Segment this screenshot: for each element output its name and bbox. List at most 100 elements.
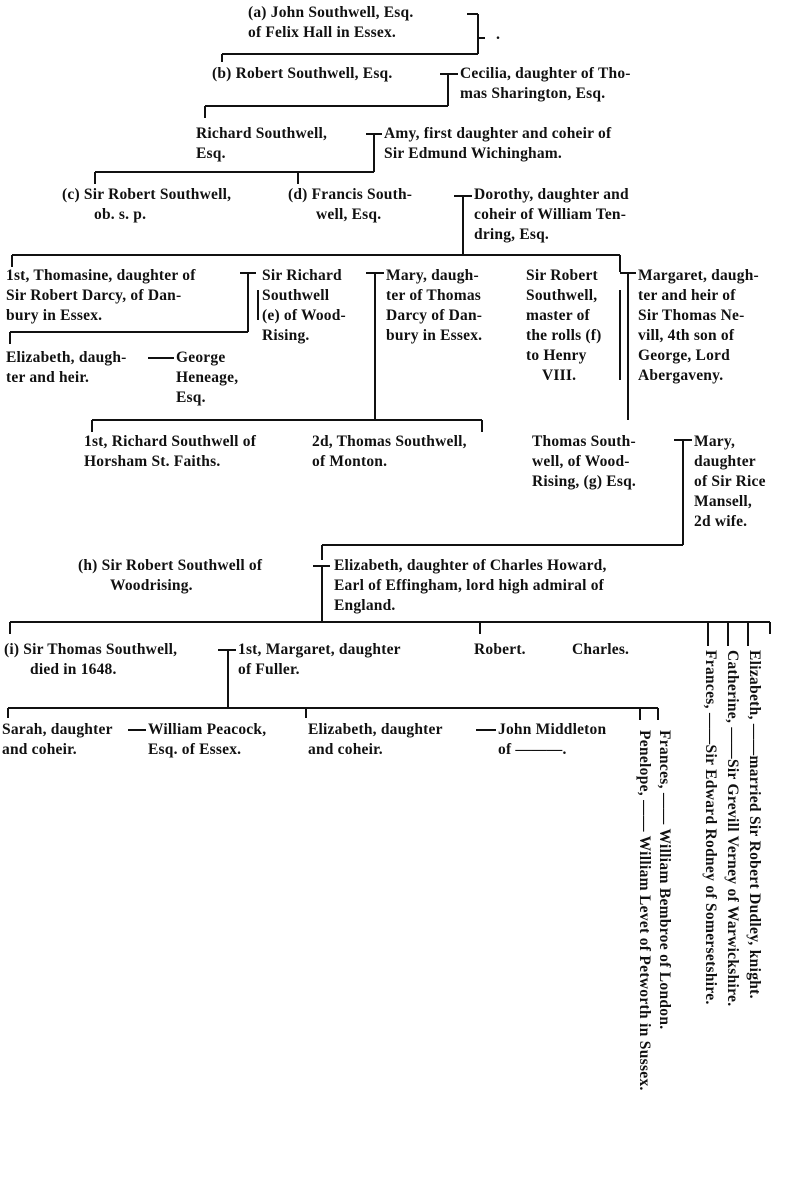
mary-darcy: Mary, daugh- ter of Thomas Darcy of Dan-… (386, 266, 482, 346)
sir-robert-rolls-line6: VIII. (542, 367, 577, 384)
john-southwell-line2: of Felix Hall in Essex. (248, 24, 396, 41)
robert-southwell: (b) Robert Southwell, Esq. (212, 65, 393, 82)
sarah-line2: and coheir. (2, 741, 77, 758)
richard-of-horsham: 1st, Richard Southwell of Horsham St. Fa… (84, 432, 256, 472)
elizabeth-howard-line3: England. (334, 597, 396, 614)
margaret-nevill-line5: George, Lord (638, 347, 730, 364)
richard-southwell: Richard Southwell, Esq. (196, 124, 327, 164)
elizabeth-heir: Elizabeth, daugh- ter and heir. (6, 348, 127, 388)
william-peacock-line1: William Peacock, (148, 721, 267, 738)
richard-horsham-line2: Horsham St. Faiths. (84, 453, 221, 470)
sir-robert-rolls-line1: Sir Robert (526, 267, 598, 284)
mary-mansell-line4: Mansell, (694, 493, 752, 510)
thomas-woodrising-line2: well, of Wood- (532, 453, 630, 470)
margaret-fuller-line1: 1st, Margaret, daughter (238, 641, 401, 658)
elizabeth-howard-line2: Earl of Effingham, lord high admiral of (334, 577, 605, 594)
sir-thomas-line2: died in 1648. (30, 661, 117, 678)
george-line2: Heneage, (176, 369, 239, 386)
robert-child: Robert. (474, 641, 526, 658)
elizabeth-coheir-line1: Elizabeth, daughter (308, 721, 443, 738)
john-middleton-line2: of ———. (498, 741, 567, 758)
william-peacock: William Peacock, Esq. of Essex. (148, 720, 266, 760)
richard-southwell-line1: Richard Southwell, (196, 125, 328, 142)
sir-robert-southwell-h: (h) Sir Robert Southwell of Woodrising. (78, 556, 262, 596)
sir-richard-southwell: Sir Richard Southwell (e) of Wood- Risin… (262, 266, 346, 346)
elizabeth-howard: Elizabeth, daughter of Charles Howard, E… (334, 556, 607, 616)
sir-robert-rolls-line2: Southwell, (526, 287, 598, 304)
thomasine-line2: Sir Robert Darcy, of Dan- (6, 287, 182, 304)
elizabeth-heir-line1: Elizabeth, daugh- (6, 349, 127, 366)
sarah-line1: Sarah, daughter (2, 721, 113, 738)
margaret-nevill-line1: Margaret, daugh- (638, 267, 759, 284)
sir-robert-c-line1: (c) Sir Robert Southwell, (62, 186, 232, 203)
thomas-of-monton: 2d, Thomas Southwell, of Monton. (312, 432, 467, 472)
sir-robert-rolls-line3: master of (526, 307, 590, 324)
francis-southwell: (d) Francis South- well, Esq. (288, 185, 412, 225)
mary-darcy-line4: bury in Essex. (386, 327, 483, 344)
john-middleton: John Middleton of ———. (498, 720, 606, 760)
margaret-nevill-line4: vill, 4th son of (638, 327, 735, 344)
mary-darcy-line3: Darcy of Dan- (386, 307, 483, 324)
elizabeth-coheir-line2: and coheir. (308, 741, 383, 758)
john-middleton-line1: John Middleton (498, 721, 607, 738)
sir-robert-rolls-line4: the rolls (f) (526, 327, 602, 344)
thomas-woodrising-line1: Thomas South- (532, 433, 636, 450)
dorothy-line2: coheir of William Ten- (474, 206, 627, 223)
thomasine-darcy: 1st, Thomasine, daughter of Sir Robert D… (6, 266, 196, 326)
margaret-nevill: Margaret, daugh- ter and heir of Sir Tho… (638, 266, 759, 386)
thomas-monton-line1: 2d, Thomas Southwell, (312, 433, 467, 450)
dorothy-line1: Dorothy, daughter and (474, 186, 629, 203)
richard-southwell-line2: Esq. (196, 145, 226, 162)
sir-richard-line1: Sir Richard (262, 267, 342, 284)
margaret-nevill-line2: ter and heir of (638, 287, 736, 304)
william-peacock-line2: Esq. of Essex. (148, 741, 242, 758)
george-heneage: George Heneage, Esq. (176, 348, 238, 408)
dot-mark: . (496, 26, 500, 43)
john-southwell: (a) John Southwell, Esq. of Felix Hall i… (248, 3, 413, 43)
sir-thomas-southwell: (i) Sir Thomas Southwell, died in 1648. (4, 640, 177, 680)
sir-robert-c-line2: ob. s. p. (94, 206, 147, 223)
george-line3: Esq. (176, 389, 206, 406)
margaret-fuller: 1st, Margaret, daughter of Fuller. (238, 640, 401, 680)
margaret-nevill-line6: Abergaveny. (638, 367, 724, 384)
sarah-coheir: Sarah, daughter and coheir. (2, 720, 113, 760)
margaret-nevill-line3: Sir Thomas Ne- (638, 307, 745, 324)
amy-line2: Sir Edmund Wichingham. (384, 145, 562, 162)
sir-richard-line4: Rising. (262, 327, 310, 344)
thomas-woodrising-line3: Rising, (g) Esq. (532, 473, 636, 490)
charles-child: Charles. (572, 641, 630, 658)
sir-robert-rolls-line5: to Henry (526, 347, 587, 364)
daughter-frances-rodney: Frances, ——Sir Edward Rodney of Somerset… (702, 650, 719, 1005)
john-southwell-line1: (a) John Southwell, Esq. (248, 4, 414, 21)
amy-wichingham: Amy, first daughter and coheir of Sir Ed… (384, 124, 611, 164)
cecilia-line1: Cecilia, daughter of Tho- (460, 65, 631, 82)
daughter-catherine-verney: Catherine, ——Sir Grevill Verney of Warwi… (724, 650, 741, 1007)
mary-mansell-line1: Mary, (694, 433, 736, 450)
thomas-monton-line2: of Monton. (312, 453, 388, 470)
daughter-frances-bembroe: Frances, —— William Bembroe of London. (656, 730, 673, 1030)
thomas-of-woodrising: Thomas South- well, of Wood- Rising, (g)… (532, 432, 636, 492)
sir-robert-southwell-c: (c) Sir Robert Southwell, ob. s. p. (62, 185, 231, 225)
sir-thomas-line1: (i) Sir Thomas Southwell, (4, 641, 178, 658)
mary-mansell-line5: 2d wife. (694, 513, 748, 530)
mary-mansell-line2: daughter (694, 453, 756, 470)
sir-richard-line2: Southwell (262, 287, 330, 304)
cecilia-line2: mas Sharington, Esq. (460, 85, 606, 102)
elizabeth-coheir: Elizabeth, daughter and coheir. (308, 720, 443, 760)
mary-mansell: Mary, daughter of Sir Rice Mansell, 2d w… (694, 432, 766, 532)
cecilia: Cecilia, daughter of Tho- mas Sharington… (460, 64, 631, 104)
thomasine-line3: bury in Essex. (6, 307, 103, 324)
sir-richard-line3: (e) of Wood- (262, 307, 346, 324)
sir-robert-h-line2: Woodrising. (110, 577, 193, 594)
daughter-elizabeth-dudley: Elizabeth, ——married Sir Robert Dudley, … (746, 650, 763, 999)
francis-line1: (d) Francis South- (288, 186, 413, 203)
mary-darcy-line2: ter of Thomas (386, 287, 482, 304)
thomasine-line1: 1st, Thomasine, daughter of (6, 267, 196, 284)
mary-mansell-line3: of Sir Rice (694, 473, 766, 490)
daughter-penelope-levet: Penelope, —— William Levet of Petworth i… (636, 730, 653, 1091)
mary-darcy-line1: Mary, daugh- (386, 267, 479, 284)
richard-horsham-line1: 1st, Richard Southwell of (84, 433, 257, 450)
sir-robert-h-line1: (h) Sir Robert Southwell of (78, 557, 263, 574)
dorothy-line3: dring, Esq. (474, 226, 549, 243)
